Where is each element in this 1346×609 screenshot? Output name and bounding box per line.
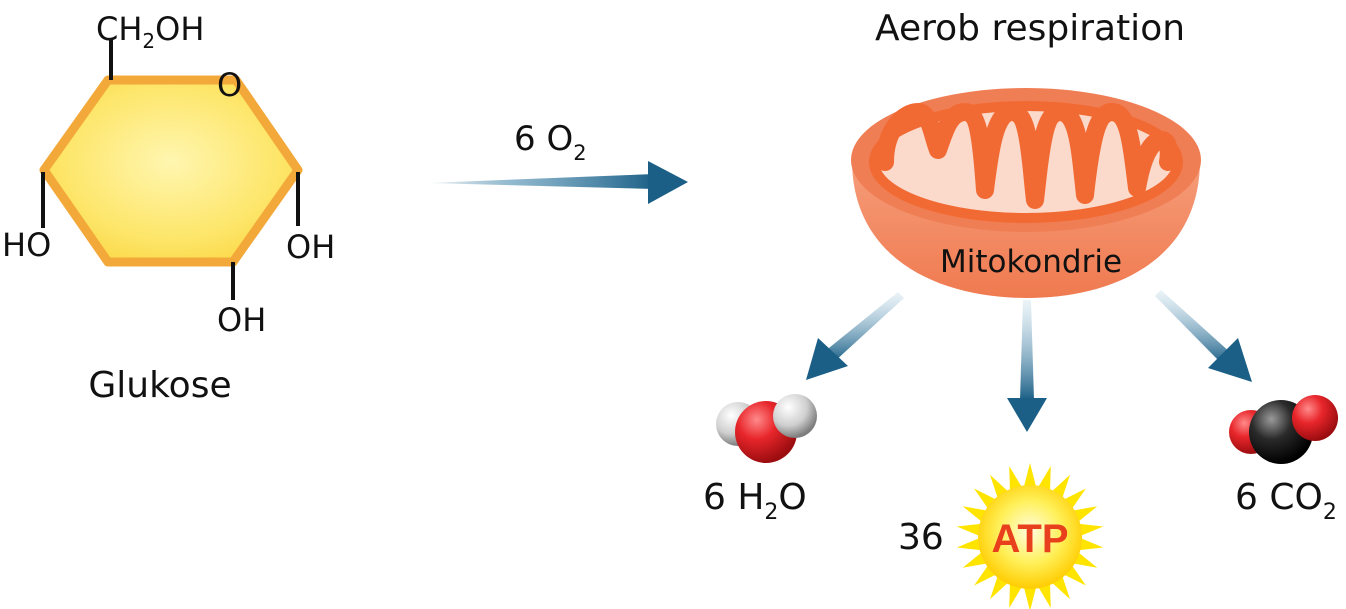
arrow-shaft-water xyxy=(824,292,904,362)
atp-sun: ATP 36 xyxy=(898,463,1104,609)
arrowhead-water xyxy=(806,338,848,380)
arrow-shaft-atp xyxy=(1020,300,1034,400)
atp-count-label: 36 xyxy=(898,517,944,558)
glucose-ch2oh-label: CH2OH xyxy=(96,10,204,53)
glucose-bottom-oh-label: OH xyxy=(217,301,266,339)
water-molecule: 6 H2O xyxy=(703,394,817,525)
mitochondrion-cristae xyxy=(876,103,1178,209)
arrow-shaft-co2 xyxy=(1155,290,1232,364)
co2-oxygen-right-atom xyxy=(1292,395,1338,441)
diagram-title: Aerob respiration xyxy=(875,8,1185,49)
co2-label: 6 CO2 xyxy=(1235,477,1337,525)
glucose-right-oh-label: OH xyxy=(286,228,335,266)
glucose-name-label: Glukose xyxy=(88,365,231,406)
water-hydrogen-right-atom xyxy=(773,394,817,438)
co2-molecule: 6 CO2 xyxy=(1229,395,1338,525)
mitochondrion: Mitokondrie xyxy=(851,88,1201,298)
oxygen-input-label: 6 O2 xyxy=(514,119,587,165)
atp-sun-core xyxy=(978,485,1082,589)
arrowhead-co2 xyxy=(1208,338,1252,382)
oxygen-input-arrow: 6 O2 xyxy=(426,119,688,204)
output-arrow-water xyxy=(806,292,904,380)
glucose-left-oh-label: HO xyxy=(2,226,51,264)
output-arrow-co2 xyxy=(1155,290,1252,382)
mitochondrion-label: Mitokondrie xyxy=(940,244,1122,280)
arrowhead-atp xyxy=(1007,398,1047,432)
arrow-shaft-horizontal xyxy=(426,174,655,189)
arrowhead-horizontal xyxy=(648,161,688,204)
glucose-ring-oxygen-label: O xyxy=(217,66,242,104)
glucose-ring xyxy=(39,75,303,267)
atp-label: ATP xyxy=(991,517,1068,561)
water-label: 6 H2O xyxy=(703,477,807,525)
glucose-molecule: CH2OH O HO OH OH Glukose xyxy=(2,10,335,406)
output-arrow-atp xyxy=(1007,300,1047,432)
